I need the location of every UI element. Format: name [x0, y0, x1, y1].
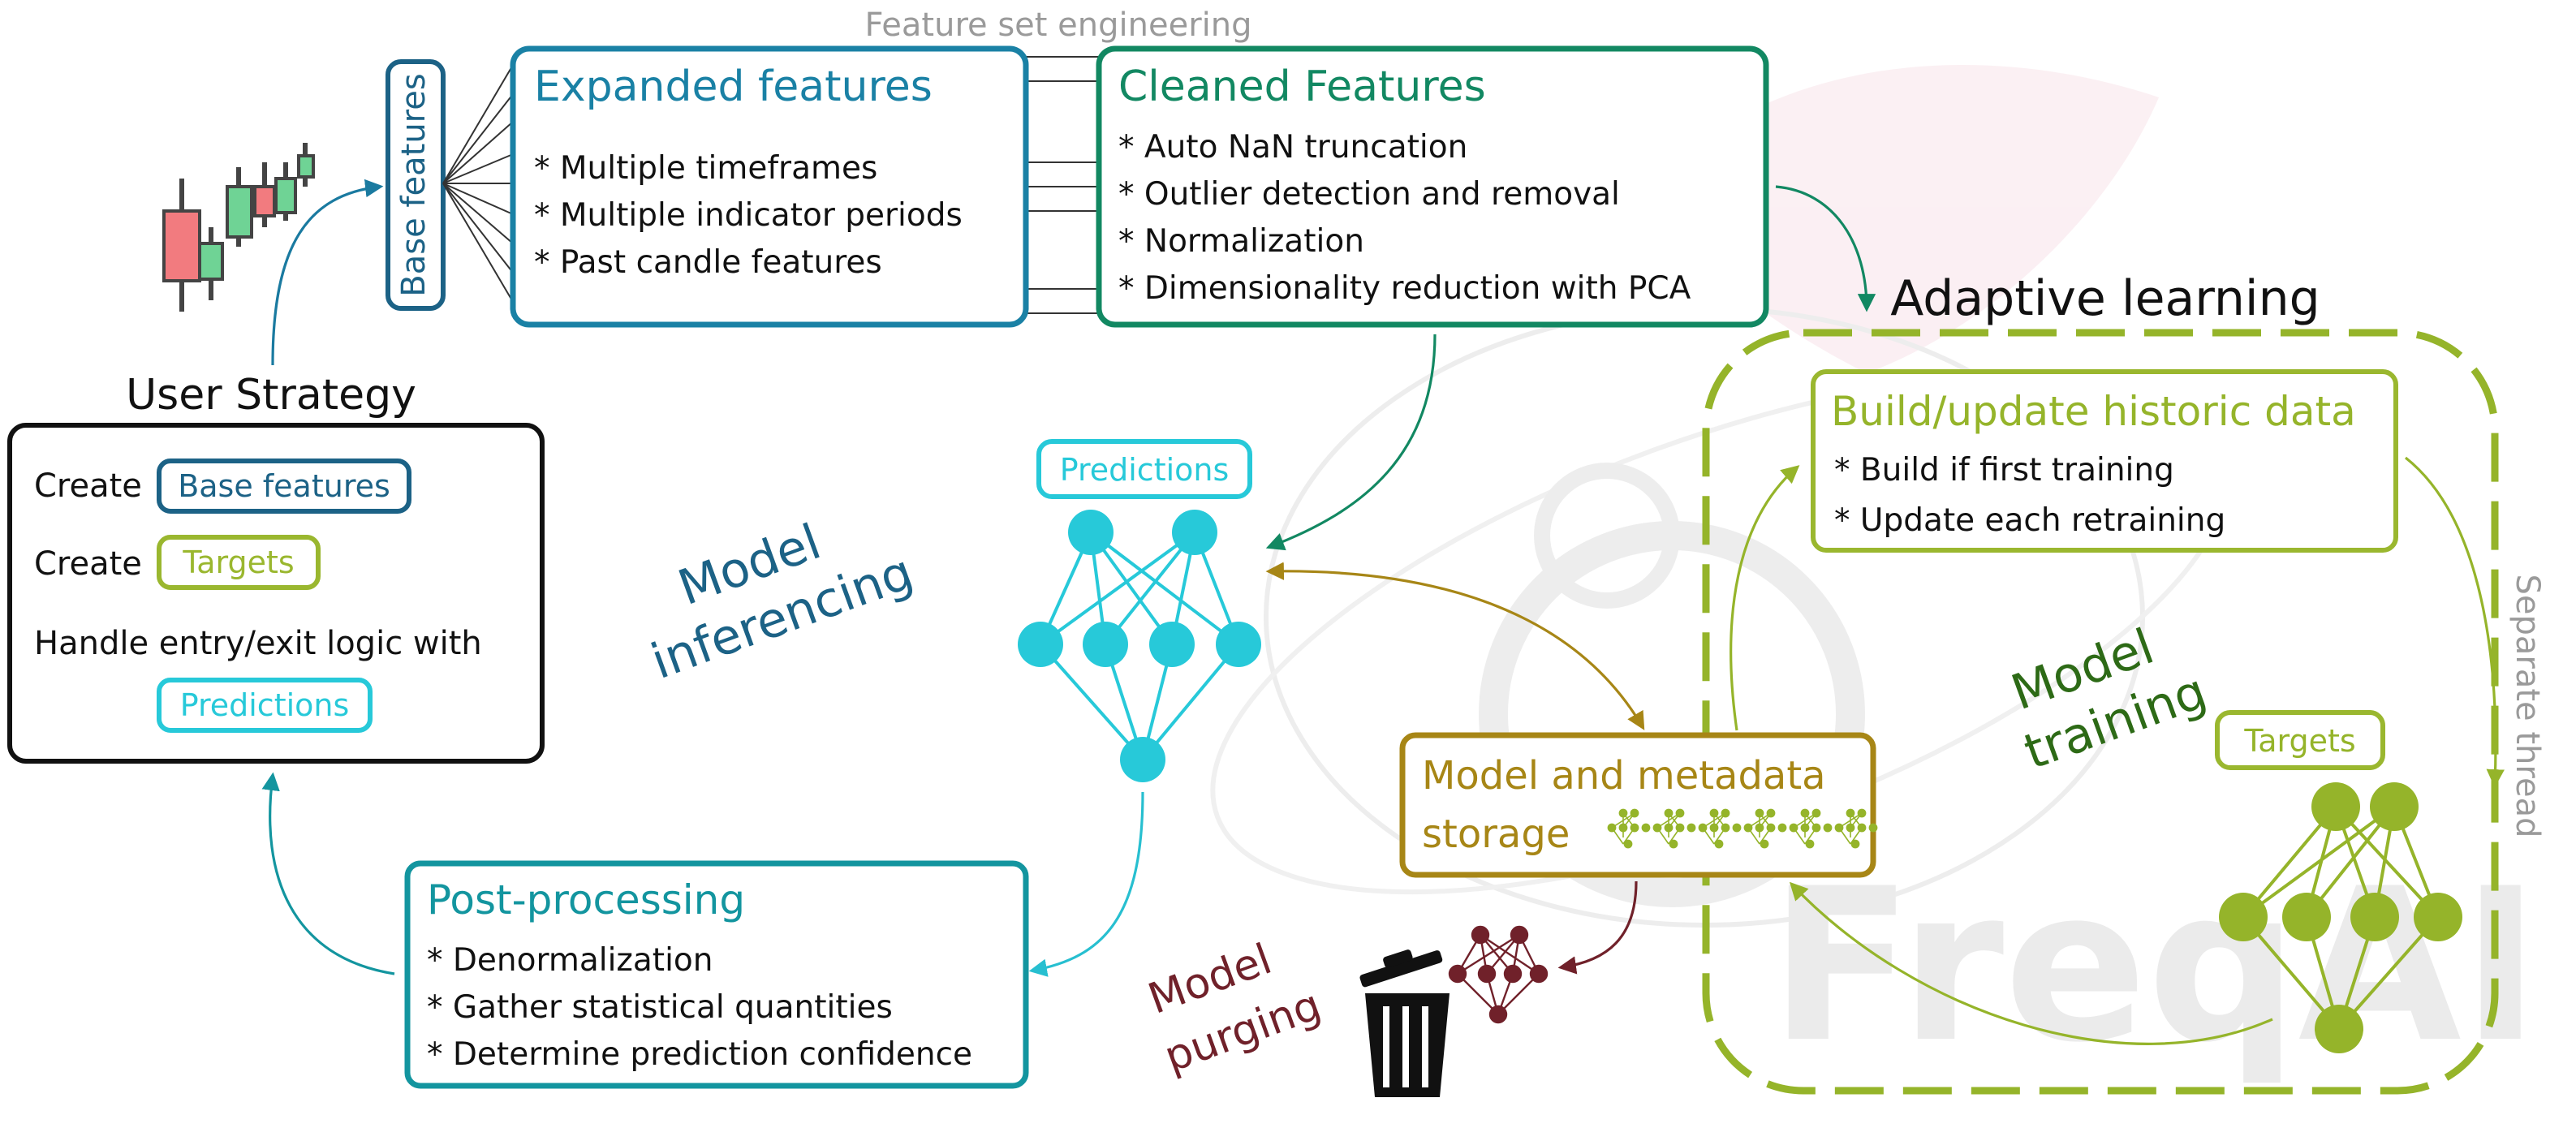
base-to-expanded-connectors [442, 64, 514, 303]
adaptive-learning-title: Adaptive learning [1890, 270, 2320, 327]
stored-models-icon [1607, 808, 1878, 849]
predictions-tag-label: Predictions [1060, 452, 1230, 488]
strategy-predictions-label: Predictions [180, 687, 350, 723]
cleaned-features-title: Cleaned Features [1118, 62, 1486, 111]
user-strategy-box: Create Base features Create Targets Hand… [7, 423, 545, 764]
expanded-item: * Multiple timeframes [534, 150, 877, 187]
storage-title-line1: Model and metadata [1422, 753, 1826, 799]
trash-can-icon [1359, 949, 1450, 1097]
historic-data-box: Build/update historic data * Build if fi… [1811, 369, 2398, 553]
postproc-to-strategy-arrow [261, 772, 395, 975]
postproc-item: * Gather statistical quantities [427, 989, 893, 1026]
strategy-predictions-tag[interactable]: Predictions [157, 678, 373, 733]
cleaned-item: * Dimensionality reduction with PCA [1118, 270, 1691, 307]
post-processing-title: Post-processing [427, 876, 745, 923]
strategy-targets-label: Targets [182, 545, 294, 580]
base-features-label: Base features [395, 73, 433, 296]
inference-neural-network [1018, 510, 1261, 782]
inference-to-postproc-arrow [1028, 791, 1144, 977]
strategy-base-features-label: Base features [178, 468, 390, 504]
strategy-targets-tag[interactable]: Targets [157, 535, 321, 590]
historic-data-title: Build/update historic data [1831, 388, 2356, 435]
expanded-features-title: Expanded features [534, 62, 933, 111]
training-targets-tag[interactable]: Targets [2215, 710, 2385, 770]
training-targets-label: Targets [2243, 723, 2355, 759]
storage-to-purge-arrow [1557, 880, 1638, 975]
base-features-box[interactable]: Base features [386, 59, 446, 311]
storage-title-line2: storage [1422, 812, 1570, 857]
feature-set-engineering-title: Feature set engineering [864, 6, 1251, 44]
user-strategy-title: User Strategy [126, 371, 416, 420]
candlestick-chart-icon [162, 143, 315, 312]
cleaned-to-inference-arrow [1265, 334, 1437, 551]
inference-storage-arrow [1265, 562, 1645, 730]
model-inferencing-label: Model inferencing [644, 514, 920, 691]
postproc-item: * Determine prediction confidence [427, 1036, 972, 1073]
cleaned-features-box: Cleaned Features * Auto NaN truncation *… [1096, 45, 1769, 328]
post-processing-box: Post-processing * Denormalization * Gath… [404, 860, 1029, 1089]
storage-to-historic-arrow [1730, 465, 1800, 731]
postproc-item: * Denormalization [427, 942, 713, 979]
cleaned-item: * Outlier detection and removal [1118, 176, 1620, 213]
cleaned-to-adaptive-arrow [1775, 185, 1876, 312]
watermark-text: FreqAI [1769, 844, 2540, 1089]
expanded-item: * Past candle features [534, 244, 882, 281]
historic-item: * Build if first training [1834, 452, 2174, 489]
expanded-to-cleaned-connectors [1026, 56, 1099, 314]
separate-thread-label: Separate thread [2509, 575, 2546, 838]
handle-logic-label: Handle entry/exit logic with [34, 625, 482, 662]
expanded-features-box: Expanded features * Multiple timeframes … [510, 45, 1029, 328]
expanded-item: * Multiple indicator periods [534, 197, 963, 234]
training-neural-network [2219, 782, 2462, 1053]
historic-item: * Update each retraining [1834, 502, 2225, 539]
strategy-base-features-tag[interactable]: Base features [157, 459, 411, 514]
model-storage-box: Model and metadata storage [1399, 732, 1878, 878]
purged-model-icon [1448, 925, 1549, 1024]
model-purging-label: Model purging [1142, 935, 1327, 1082]
model-training-label: Model training [2005, 618, 2214, 781]
training-to-storage-arrow [1789, 881, 2273, 1045]
cleaned-item: * Auto NaN truncation [1118, 129, 1467, 166]
historic-to-training-arrow [2405, 456, 2505, 788]
create-label: Create [34, 545, 142, 583]
create-label: Create [34, 467, 142, 505]
strategy-to-base-arrow [271, 179, 384, 366]
cleaned-item: * Normalization [1118, 223, 1364, 260]
predictions-tag[interactable]: Predictions [1036, 439, 1252, 499]
flow-arrows [261, 179, 2505, 1045]
watermark: FreqAI [1210, 65, 2540, 1089]
